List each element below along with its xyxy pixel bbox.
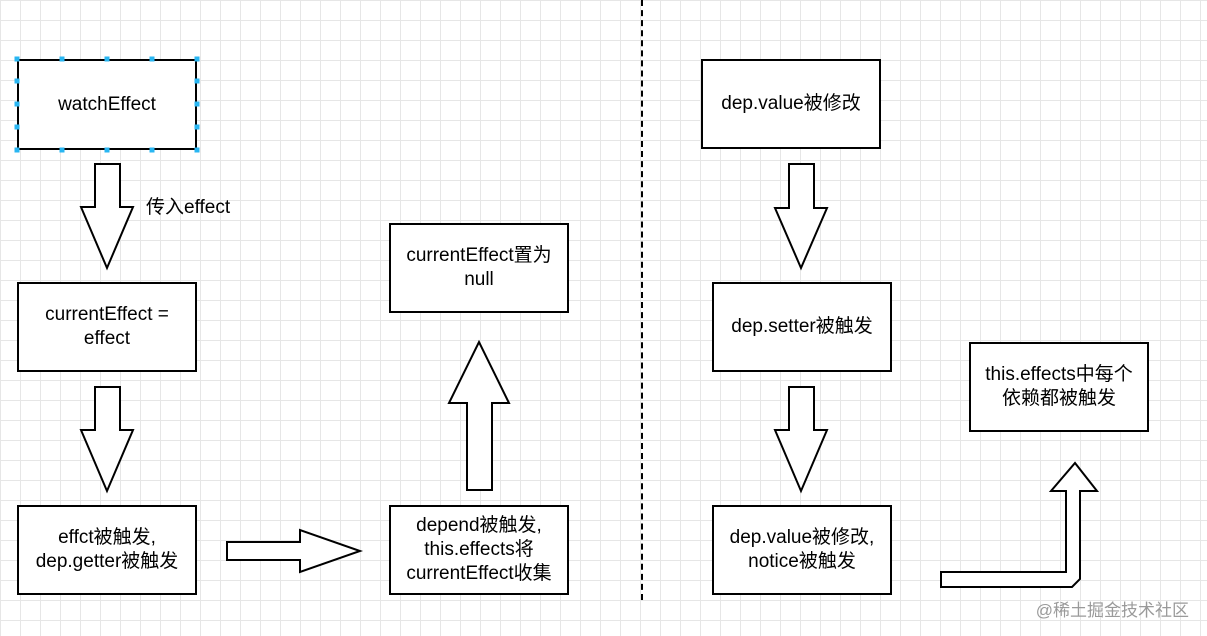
arrow-down	[773, 163, 829, 271]
selection-handle[interactable]	[14, 124, 20, 130]
selection-handle[interactable]	[14, 101, 20, 107]
node-dep-setter-triggered[interactable]: dep.setter被触发	[712, 282, 892, 372]
arrow-up	[447, 339, 511, 491]
node-current-effect-assign-label: currentEffect = effect	[45, 304, 169, 349]
node-watch-effect-label: watchEffect	[58, 93, 156, 115]
arrow-down	[79, 163, 135, 271]
selection-handle[interactable]	[104, 56, 110, 62]
node-effect-triggered-label: effct被触发, dep.getter被触发	[35, 527, 179, 572]
watermark: @稀土掘金技术社区	[1035, 601, 1189, 620]
node-dep-setter-triggered-label: dep.setter被触发	[731, 316, 873, 337]
node-dep-value-modified[interactable]: dep.value被修改	[701, 59, 881, 149]
node-current-effect-null[interactable]: currentEffect置为 null	[389, 223, 569, 313]
arrow-right	[226, 528, 364, 574]
node-dep-value-modified-label: dep.value被修改	[721, 93, 861, 114]
selection-handle[interactable]	[149, 147, 155, 153]
selection-handle[interactable]	[14, 56, 20, 62]
node-current-effect-assign[interactable]: currentEffect = effect	[17, 282, 197, 372]
arrow-down	[79, 386, 135, 494]
node-dep-value-notice-label: dep.value被修改, notice被触发	[729, 527, 875, 572]
selection-handle[interactable]	[194, 78, 200, 84]
selection-handle[interactable]	[14, 78, 20, 84]
selection-handle[interactable]	[149, 56, 155, 62]
node-dep-value-notice[interactable]: dep.value被修改, notice被触发	[712, 505, 892, 595]
selection-handle[interactable]	[194, 124, 200, 130]
node-effects-each-triggered[interactable]: this.effects中每个 依赖都被触发	[969, 342, 1149, 432]
arrow-bend-up	[940, 461, 1100, 588]
section-divider	[641, 0, 643, 600]
arrow-down	[773, 386, 829, 494]
node-watch-effect[interactable]: watchEffect	[17, 59, 197, 150]
selection-handle[interactable]	[194, 101, 200, 107]
selection-handle[interactable]	[59, 56, 65, 62]
selection-handle[interactable]	[194, 56, 200, 62]
node-current-effect-null-label: currentEffect置为 null	[406, 245, 552, 290]
selection-handle[interactable]	[59, 147, 65, 153]
selection-handle[interactable]	[104, 147, 110, 153]
edge-label-pass-effect: 传入effect	[146, 197, 231, 218]
node-effects-each-triggered-label: this.effects中每个 依赖都被触发	[985, 364, 1133, 409]
selection-handle[interactable]	[14, 147, 20, 153]
selection-handle[interactable]	[194, 147, 200, 153]
node-depend-triggered[interactable]: depend被触发, this.effects将 currentEffect收集	[389, 505, 569, 595]
node-depend-triggered-label: depend被触发, this.effects将 currentEffect收集	[406, 515, 552, 584]
node-effect-triggered[interactable]: effct被触发, dep.getter被触发	[17, 505, 197, 595]
